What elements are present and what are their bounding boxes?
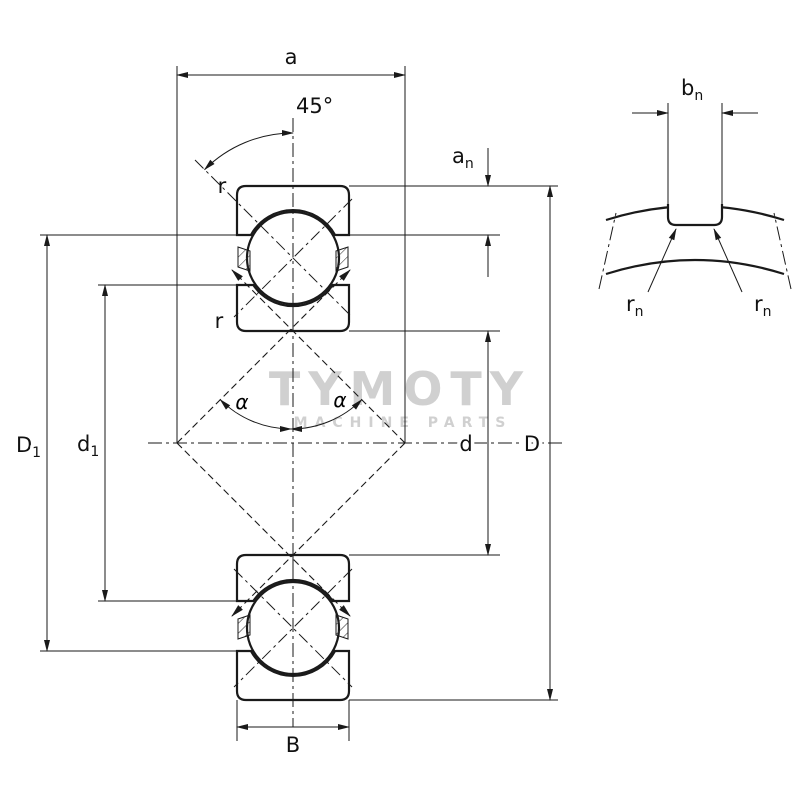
dimension-a: a (176, 45, 406, 443)
angle-45-arc (203, 130, 294, 171)
rn-left-label: rn (626, 292, 644, 320)
dimension-rn: rn rn (626, 228, 772, 320)
alpha-right-label: α (333, 388, 346, 412)
cage-segment-top-right (335, 246, 349, 272)
outer-ring-bottom-section (235, 649, 351, 702)
inner-ring-bottom-section (235, 553, 351, 603)
rn-leader-right (713, 228, 743, 293)
alpha-arc-left (219, 398, 292, 432)
dimension-B: B (236, 700, 350, 761)
r-lower-label: r (215, 309, 224, 333)
d-label: d (459, 432, 472, 456)
dimension-d: d (349, 330, 500, 556)
alpha-left-label: α (235, 390, 248, 414)
dimension-D1: D1 (13, 234, 237, 652)
D-label: D (524, 432, 540, 456)
contact-angle-dimension: α α (219, 385, 363, 432)
rn-leader-left (647, 228, 677, 293)
locating-groove-profile (666, 204, 724, 227)
dimension-D: D (349, 185, 558, 701)
a-label: a (285, 45, 298, 69)
cage-segment-top-left (237, 246, 251, 272)
angle-45-label: 45° (296, 94, 333, 118)
angle-45-dimension: 45° (203, 91, 337, 171)
cage-segment-bottom-left (237, 614, 251, 640)
contact-lines (176, 269, 406, 617)
inner-ring-top-section (235, 283, 351, 333)
B-label: B (286, 733, 300, 757)
d1-label: d1 (77, 432, 99, 460)
contact-line-lower-left (231, 442, 406, 617)
detail-break-line-left (598, 212, 617, 290)
ball-bottom-diagonal-2 (233, 568, 353, 688)
groove-mask (668, 202, 722, 225)
outer-ring-top-section (235, 184, 351, 237)
alpha-arc-right (290, 398, 363, 432)
dimension-an: an (349, 144, 558, 277)
contact-line-upper-left (231, 269, 406, 444)
main-view: α α 45° a an r r (13, 45, 562, 761)
detail-break-line-right (773, 212, 792, 290)
contact-line-upper-right (176, 269, 351, 444)
dimension-d1: d1 (74, 284, 237, 602)
dimension-bn: bn (632, 76, 758, 206)
an-label: an (452, 144, 474, 172)
watermark: TYMOTY MACHINE PARTS (269, 362, 531, 431)
detail-inner-surface-arc (605, 258, 785, 276)
ball-bottom-diagonal-1 (233, 568, 353, 688)
r-upper-label: r (218, 174, 227, 198)
D1-label: D1 (16, 433, 41, 461)
bn-label: bn (681, 76, 703, 104)
rn-right-label: rn (754, 292, 772, 320)
ball-top-diagonal-2 (233, 198, 353, 318)
ball-top-diagonal-1 (194, 159, 353, 318)
watermark-brand: TYMOTY (269, 362, 531, 416)
contact-line-lower-right (176, 442, 351, 617)
detail-view: bn rn rn (598, 76, 792, 320)
cage-segment-bottom-right (335, 614, 349, 640)
